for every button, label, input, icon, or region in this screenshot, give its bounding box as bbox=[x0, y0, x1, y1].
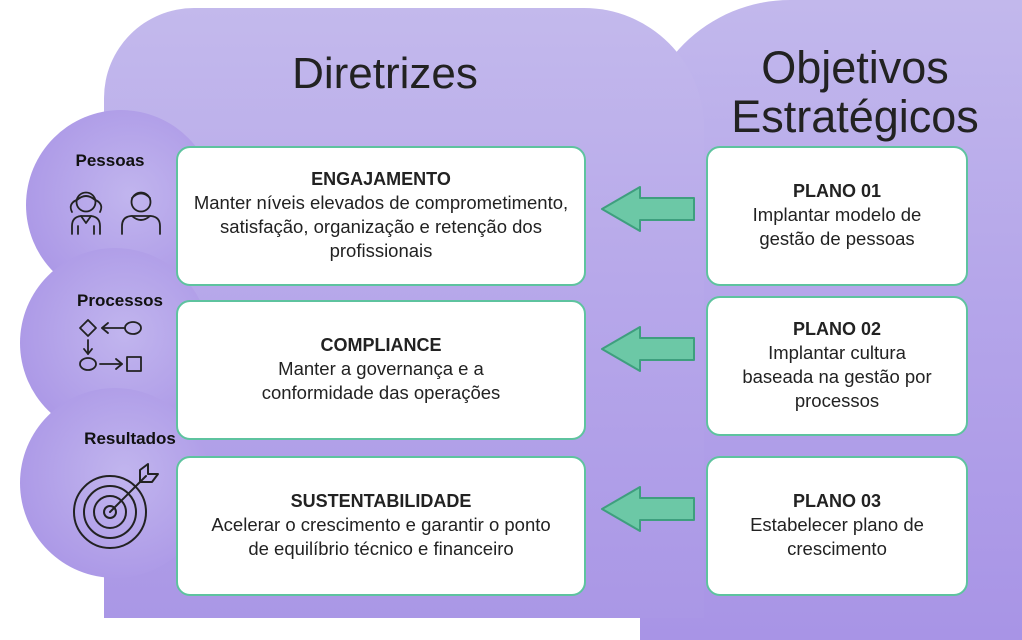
diretriz-title: SUSTENTABILIDADE bbox=[290, 491, 472, 512]
plano-text: Implantar modelo de gestão de pessoas bbox=[752, 203, 922, 249]
plano-title: PLANO 02 bbox=[792, 319, 882, 340]
left-arrow-icon bbox=[601, 486, 695, 532]
diretriz-box-compliance: COMPLIANCE Manter a governança e a confo… bbox=[176, 300, 586, 440]
diretrizes-header: Diretrizes bbox=[292, 49, 478, 98]
pillar-label-resultados: Resultados bbox=[84, 429, 176, 448]
people-icon bbox=[69, 191, 161, 235]
objetivos-header: Objetivos Estratégicos bbox=[731, 42, 979, 142]
diretriz-box-sustentabilidade: SUSTENTABILIDADE Acelerar o crescimento … bbox=[176, 456, 586, 596]
pillar-label-processos: Processos bbox=[77, 291, 163, 310]
plano-box-03: PLANO 03 Estabelecer plano de cresciment… bbox=[706, 456, 968, 596]
diretriz-text: Manter níveis elevados de comprometiment… bbox=[193, 192, 569, 261]
pillar-label-pessoas: Pessoas bbox=[75, 151, 145, 170]
left-arrow-icon bbox=[601, 326, 695, 372]
plano-title: PLANO 01 bbox=[792, 181, 882, 202]
diretriz-title: ENGAJAMENTO bbox=[311, 169, 451, 190]
diretriz-title: COMPLIANCE bbox=[320, 335, 442, 356]
plano-title: PLANO 03 bbox=[792, 491, 882, 512]
plano-box-01: PLANO 01 Implantar modelo de gestão de p… bbox=[706, 146, 968, 286]
diretriz-box-engajamento: ENGAJAMENTO Manter níveis elevados de co… bbox=[176, 146, 586, 286]
plano-text: Implantar cultura baseada na gestão por … bbox=[742, 342, 932, 411]
diretriz-text: Acelerar o crescimento e garantir o pont… bbox=[211, 513, 551, 559]
process-flow-icon bbox=[79, 319, 142, 372]
target-icon bbox=[73, 463, 159, 549]
diretriz-text: Manter a governança e a conformidade das… bbox=[261, 357, 501, 403]
plano-box-02: PLANO 02 Implantar cultura baseada na ge… bbox=[706, 296, 968, 436]
plano-text: Estabelecer plano de crescimento bbox=[750, 513, 924, 559]
left-arrow-icon bbox=[601, 186, 695, 232]
